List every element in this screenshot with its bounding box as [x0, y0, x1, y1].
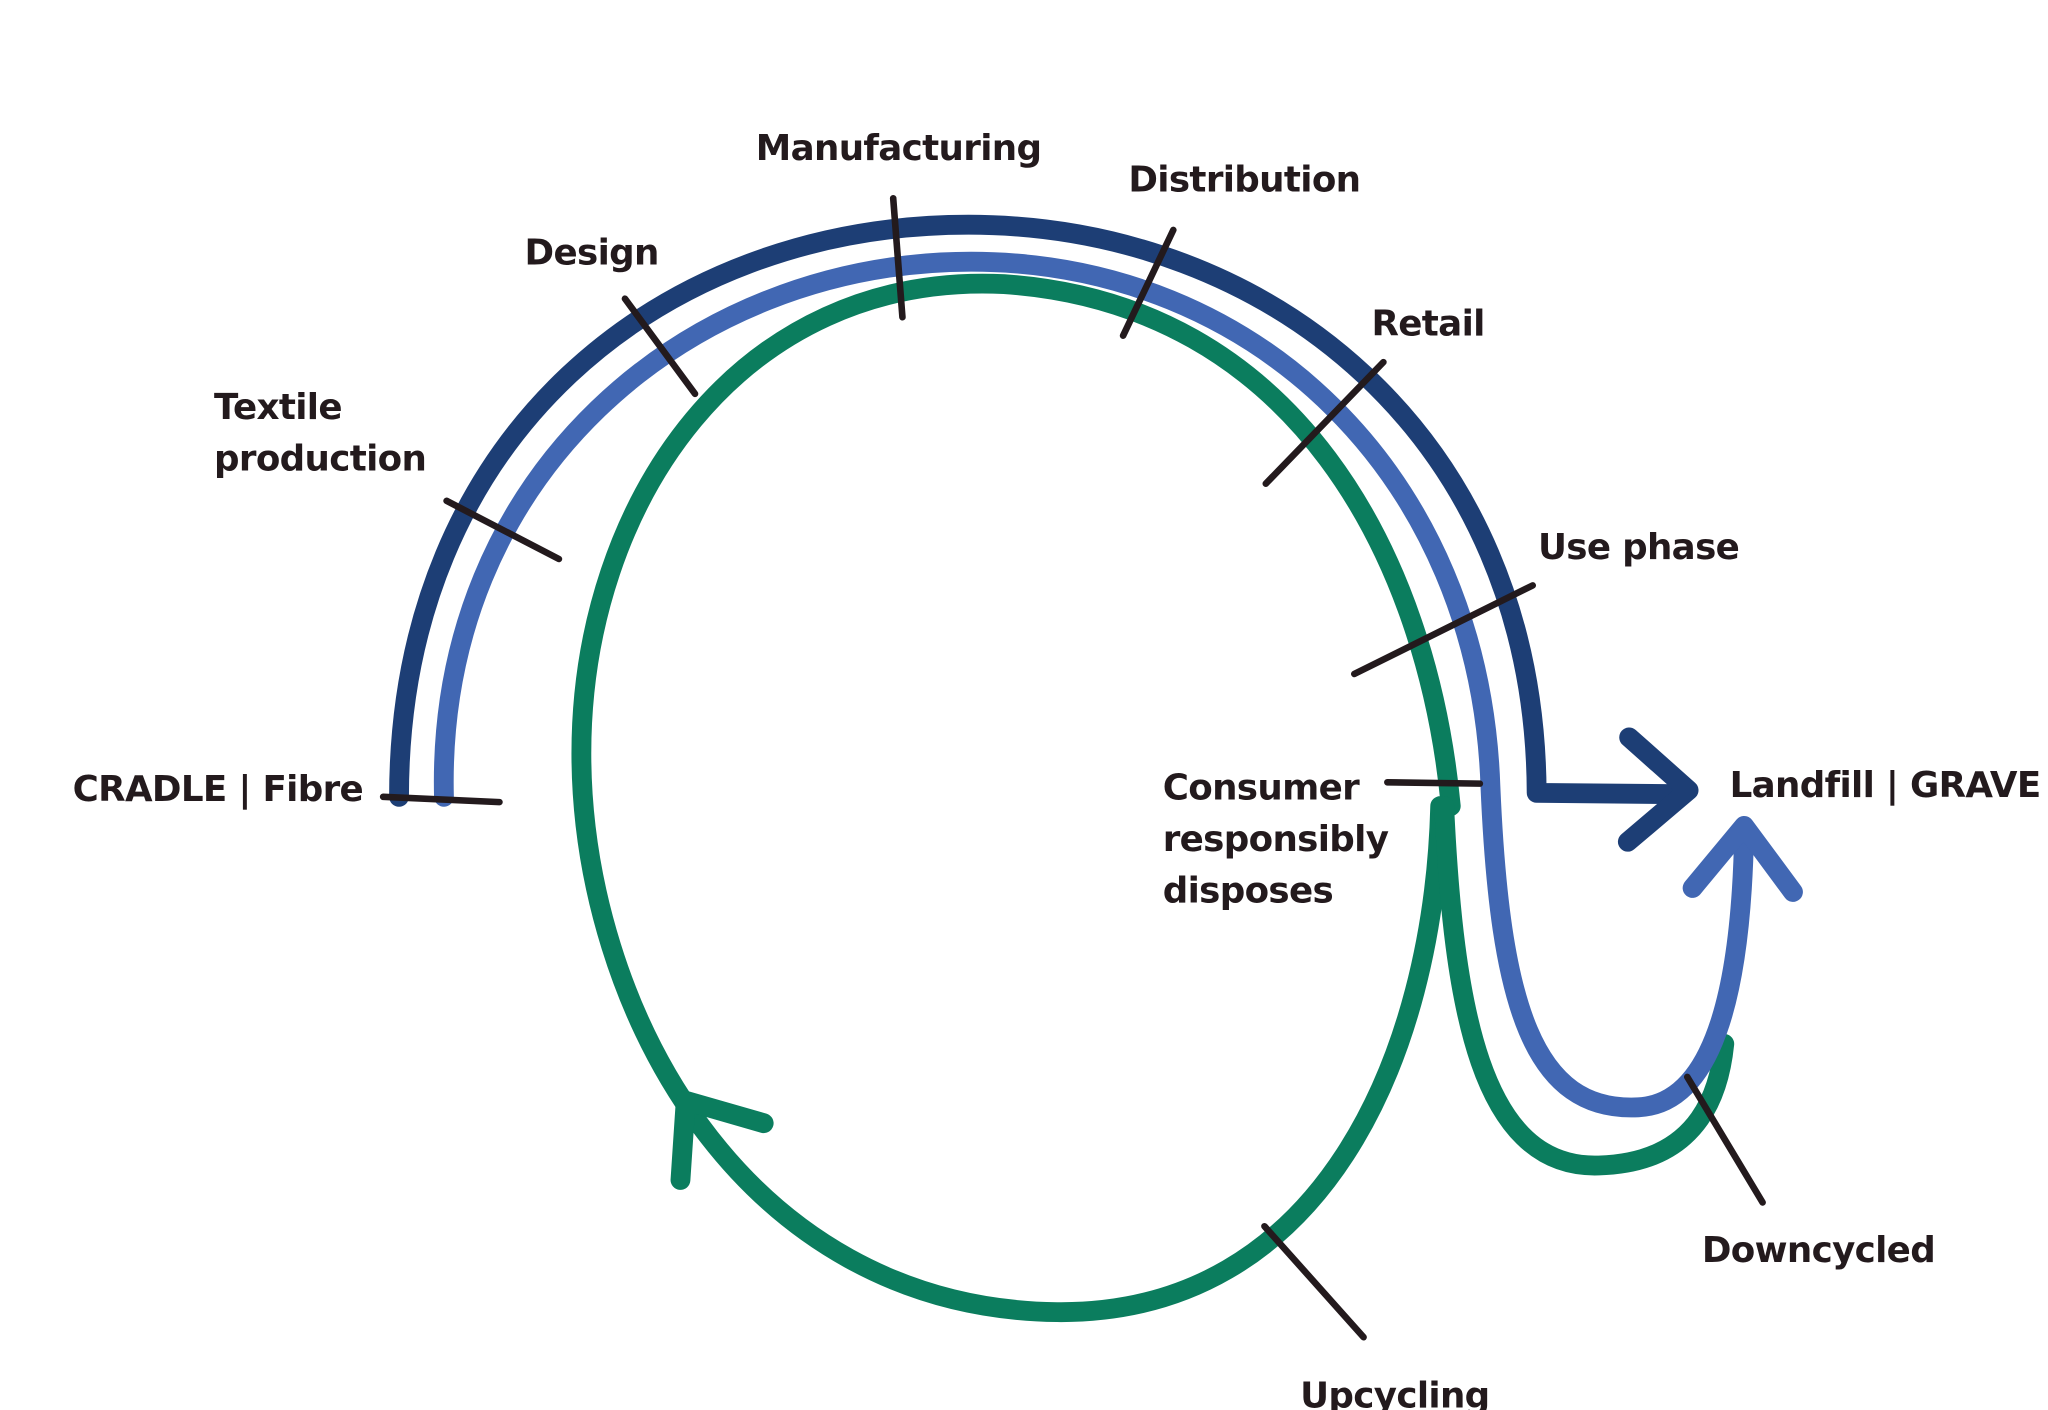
- linear-path: [389, 214, 1688, 807]
- label-consumer-1: Consumer: [1163, 767, 1360, 808]
- label-textile-production-1: Textile: [214, 387, 342, 428]
- downcycle-path: [434, 251, 1755, 1118]
- tick-upcycling: [1261, 1222, 1367, 1341]
- tick-use-phase: [1351, 582, 1536, 678]
- upcycle-arrow-icon: [670, 1090, 774, 1190]
- downcycle-arrow-icon: [1682, 815, 1803, 902]
- tick-textile-production: [443, 497, 563, 563]
- label-grave: Landfill | GRAVE: [1730, 765, 2041, 806]
- linear-arrow-icon: [1617, 727, 1699, 852]
- tick-design: [621, 295, 699, 398]
- tick-downcycled: [1683, 1073, 1766, 1206]
- label-textile-production-2: production: [214, 438, 426, 479]
- label-use-phase: Use phase: [1538, 527, 1739, 568]
- tick-manufacturing: [889, 194, 906, 321]
- label-retail: Retail: [1371, 304, 1484, 345]
- label-design: Design: [525, 232, 659, 273]
- upcycle-branch-path: [1434, 796, 1735, 1176]
- label-downcycled: Downcycled: [1702, 1230, 1935, 1271]
- label-cradle: CRADLE | Fibre: [73, 769, 363, 810]
- label-upcycling: Upcycling: [1300, 1375, 1489, 1410]
- tick-distribution: [1119, 226, 1177, 340]
- label-consumer-3: disposes: [1163, 871, 1333, 912]
- tick-cradle: [379, 793, 503, 806]
- label-manufacturing: Manufacturing: [756, 128, 1042, 169]
- label-consumer-2: responsibly: [1163, 819, 1389, 860]
- tick-consumer-disposes: [1384, 778, 1484, 787]
- tick-retail: [1262, 358, 1387, 487]
- label-distribution: Distribution: [1128, 160, 1360, 201]
- upcycle-loop-path: [571, 273, 1461, 1323]
